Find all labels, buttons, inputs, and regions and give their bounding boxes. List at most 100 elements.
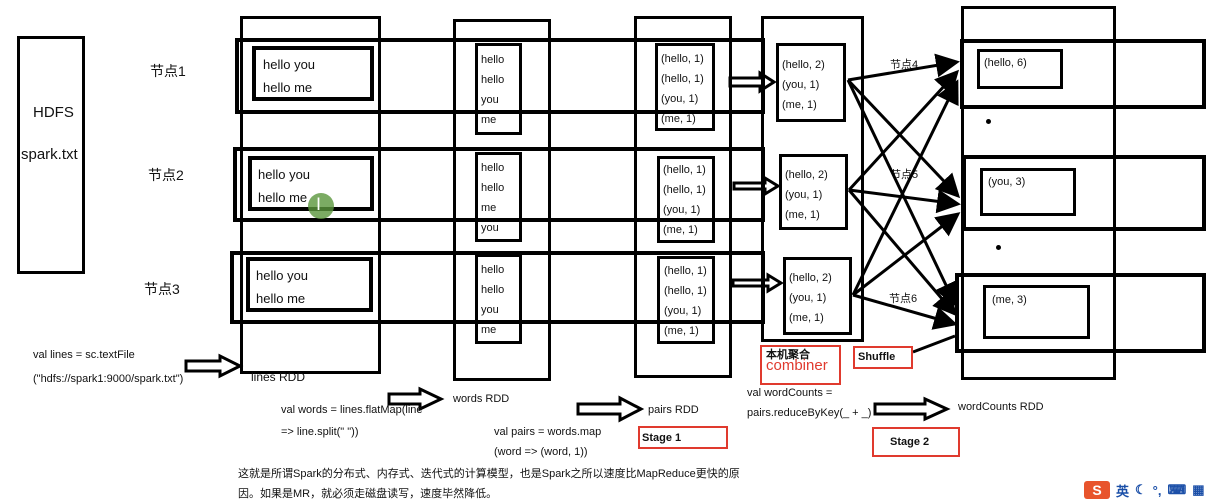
words-1-b: hello bbox=[481, 74, 505, 86]
pairs-2-d: (me, 1) bbox=[663, 224, 698, 236]
keyboard-icon[interactable]: ⌨ bbox=[1167, 482, 1187, 497]
pairs-2-c: (you, 1) bbox=[663, 204, 701, 216]
code-pairs-1: val pairs = words.map bbox=[494, 426, 602, 438]
local-agg-label: 本机聚合 bbox=[766, 349, 810, 361]
combine-1-b: (you, 1) bbox=[782, 79, 820, 91]
combine-partition-3 bbox=[783, 257, 852, 335]
result-partition-3 bbox=[983, 285, 1090, 339]
lines-1-b: hello me bbox=[263, 80, 313, 95]
combiner-column bbox=[761, 16, 864, 342]
words-partition-3 bbox=[475, 254, 522, 344]
code-words-1: val words = lines.flatMap(line bbox=[281, 404, 423, 416]
lines-3-b: hello me bbox=[256, 291, 306, 306]
shuffle-node-4: 节点4 bbox=[890, 59, 919, 71]
combine-1-a: (hello, 2) bbox=[782, 59, 825, 71]
result-partition-2 bbox=[980, 168, 1076, 216]
words-partition-1 bbox=[475, 43, 522, 135]
stage2-label: Stage 2 bbox=[890, 436, 930, 448]
toolbox-icon[interactable]: ▦ bbox=[1192, 482, 1205, 497]
words-1-a: hello bbox=[481, 54, 505, 66]
node-label-3: 节点3 bbox=[144, 281, 180, 297]
words-2-d: you bbox=[481, 222, 499, 234]
pairs-1-d: (me, 1) bbox=[661, 113, 696, 125]
caption-line-1: 这就是所谓Spark的分布式、内存式、迭代式的计算模型，也是Spark之所以速度… bbox=[238, 468, 740, 480]
result-band-1 bbox=[960, 39, 1206, 109]
ellipsis-dot bbox=[996, 245, 1001, 250]
words-3-c: you bbox=[481, 304, 499, 316]
pairs-3-b: (hello, 1) bbox=[664, 285, 707, 297]
combine-1-c: (me, 1) bbox=[782, 99, 817, 111]
lines-partition-1 bbox=[252, 46, 374, 101]
combine-partition-1 bbox=[776, 43, 846, 122]
combiner-label-box bbox=[760, 345, 841, 385]
stage1-label: Stage 1 bbox=[642, 432, 682, 444]
ime-language-toggle[interactable]: 英 bbox=[1116, 483, 1130, 499]
stage2-label-box bbox=[872, 427, 960, 457]
lines-3-a: hello you bbox=[256, 268, 309, 283]
pairs-partition-1 bbox=[655, 43, 715, 131]
pairs-1-b: (hello, 1) bbox=[661, 73, 704, 85]
sogou-ime-icon[interactable]: S bbox=[1084, 481, 1110, 499]
caption-line-2: 因。如果是MR，就必须走磁盘读写，速度毕然降低。 bbox=[238, 488, 498, 500]
pairs-rdd-column bbox=[634, 16, 732, 378]
node-label-1: 节点1 bbox=[150, 63, 186, 79]
words-1-c: you bbox=[481, 94, 499, 106]
stage1-label-box bbox=[638, 426, 728, 449]
code-words-2: => line.split(" ")) bbox=[281, 426, 359, 438]
words-partition-2 bbox=[475, 152, 522, 242]
pairs-1-c: (you, 1) bbox=[661, 93, 699, 105]
ellipsis-dot bbox=[986, 119, 991, 124]
shuffle-label: Shuffle bbox=[858, 351, 896, 363]
shuffle-node-6: 节点6 bbox=[889, 293, 918, 305]
words-1-d: me bbox=[481, 114, 497, 126]
hdfs-box bbox=[17, 36, 85, 274]
lines-rdd-label: lines RDD bbox=[251, 370, 306, 384]
hdfs-file: spark.txt bbox=[21, 146, 78, 163]
block-arrows bbox=[184, 70, 951, 423]
pairs-2-b: (hello, 1) bbox=[663, 184, 706, 196]
lines-2-b: hello me bbox=[258, 190, 308, 205]
code-counts-1: val wordCounts = bbox=[747, 387, 833, 399]
code-lines-2: ("hdfs://spark1:9000/spark.txt") bbox=[33, 373, 184, 385]
lines-1-a: hello you bbox=[263, 57, 316, 72]
pairs-3-a: (hello, 1) bbox=[664, 265, 707, 277]
result-2: (you, 3) bbox=[988, 176, 1026, 188]
combine-3-b: (you, 1) bbox=[789, 292, 827, 304]
lines-rdd-column bbox=[240, 16, 381, 374]
text-cursor-icon: I bbox=[316, 195, 322, 215]
moon-icon[interactable]: ☾ bbox=[1135, 482, 1147, 497]
words-3-b: hello bbox=[481, 284, 505, 296]
hdfs-title: HDFS bbox=[33, 104, 74, 121]
words-rdd-column bbox=[453, 19, 551, 381]
pairs-partition-2 bbox=[657, 156, 715, 243]
pairs-2-a: (hello, 1) bbox=[663, 164, 706, 176]
node-label-2: 节点2 bbox=[148, 167, 184, 183]
code-counts-2: pairs.reduceByKey(_ + _) bbox=[747, 407, 872, 419]
lines-partition-3 bbox=[246, 257, 373, 312]
words-2-c: me bbox=[481, 202, 497, 214]
combine-3-a: (hello, 2) bbox=[789, 272, 832, 284]
combiner-label: combiner bbox=[766, 357, 828, 374]
ime-toolbar[interactable]: S 英 ☾ °, ⌨ ▦ bbox=[1084, 480, 1214, 500]
words-3-a: hello bbox=[481, 264, 505, 276]
combine-2-c: (me, 1) bbox=[785, 209, 820, 221]
pairs-3-c: (you, 1) bbox=[664, 305, 702, 317]
pairs-1-a: (hello, 1) bbox=[661, 53, 704, 65]
pairs-partition-3 bbox=[657, 256, 715, 344]
code-lines-1: val lines = sc.textFile bbox=[33, 349, 135, 361]
words-2-b: hello bbox=[481, 182, 505, 194]
lines-2-a: hello you bbox=[258, 167, 311, 182]
result-1: (hello, 6) bbox=[984, 57, 1027, 69]
result-band-2 bbox=[962, 155, 1206, 231]
combine-3-c: (me, 1) bbox=[789, 312, 824, 324]
word-counts-rdd-label: wordCounts RDD bbox=[958, 401, 1044, 413]
pairs-rdd-label: pairs RDD bbox=[648, 404, 699, 416]
pairs-3-d: (me, 1) bbox=[664, 325, 699, 337]
punctuation-icon[interactable]: °, bbox=[1152, 482, 1162, 498]
result-partition-1 bbox=[977, 49, 1063, 89]
words-3-d: me bbox=[481, 324, 497, 336]
words-rdd-label: words RDD bbox=[453, 393, 510, 405]
result-3: (me, 3) bbox=[992, 294, 1027, 306]
shuffle-label-box bbox=[853, 346, 913, 369]
